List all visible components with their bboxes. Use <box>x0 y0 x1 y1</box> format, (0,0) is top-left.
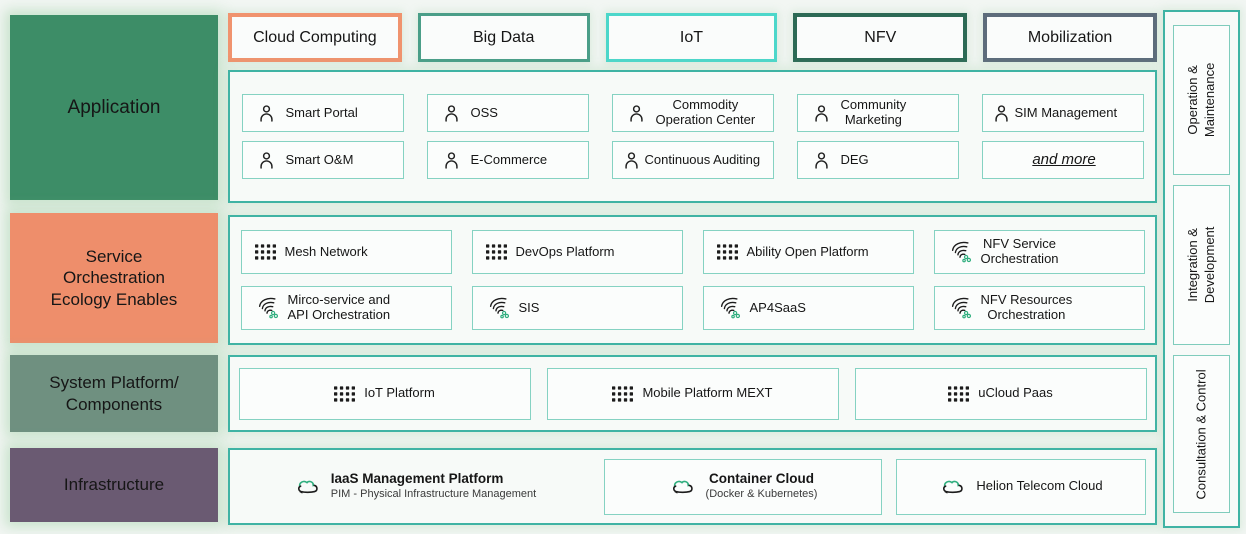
system-platform-container: IoT Platform Mobile Platform MEXT uCloud… <box>228 355 1157 432</box>
svc-chip-ap4saas: AP4SaaS <box>702 286 914 330</box>
svc-chip-label: Mirco-service and API Orchestration <box>287 292 391 322</box>
orchestration-icon <box>255 296 279 320</box>
grid-icon <box>948 385 970 402</box>
sys-chip-label: IoT Platform <box>364 385 435 401</box>
svc-chip-label: Mesh Network <box>284 243 368 259</box>
app-chip-community-marketing: Community Marketing <box>796 94 959 132</box>
svc-chip-devops-platform: DevOps Platform <box>471 230 683 274</box>
rail-item-label: Integration & Development <box>1184 226 1217 304</box>
app-chip-label: Commodity Operation Center <box>655 97 756 127</box>
sys-chip-label: Mobile Platform MEXT <box>642 385 773 401</box>
svc-chip-mesh-network: Mesh Network <box>240 230 452 274</box>
app-chip-deg: DEG <box>796 141 959 179</box>
grid-icon <box>334 385 356 402</box>
svc-chip-nfv-resources-orchestration: NFV Resources Orchestration <box>933 286 1145 330</box>
app-chip-smart-portal: Smart Portal <box>241 94 404 132</box>
person-icon <box>441 103 462 124</box>
service-orchestration-container: Mesh Network DevOps Platform Ability Ope… <box>228 215 1157 345</box>
infra-item-container-cloud: Container Cloud (Docker & Kubernetes) <box>603 458 882 515</box>
svc-chip-label: NFV Resources Orchestration <box>980 292 1073 322</box>
person-icon <box>256 103 277 124</box>
infra-item-iaas-management-platform: IaaS Management Platform PIM - Physical … <box>240 459 590 515</box>
app-chip-commodity-operation-center: Commodity Operation Center <box>611 94 774 132</box>
app-chip-continuous-auditing: Continuous Auditing <box>611 141 774 179</box>
category-mobilization: Mobilization <box>983 13 1157 62</box>
category-big-data: Big Data <box>417 13 590 62</box>
rail-item-label: Operation & Maintenance <box>1184 62 1217 138</box>
cloud-sync-icon <box>668 476 696 498</box>
top-category-row: Cloud Computing Big Data IoT NFV Mobiliz… <box>228 13 1157 62</box>
grid-icon <box>716 244 738 260</box>
orchestration-icon <box>948 240 972 264</box>
infra-item-title: Container Cloud <box>708 471 814 487</box>
svc-chip-microservice-api-orchestration: Mirco-service and API Orchestration <box>240 286 452 330</box>
svc-chip-sis: SIS <box>471 286 683 330</box>
category-iot: IoT <box>605 13 778 62</box>
svc-chip-label: NFV Service Orchestration <box>980 236 1059 266</box>
app-chip-label: and more <box>1032 151 1096 169</box>
orchestration-icon <box>486 296 510 320</box>
sys-chip-ucloud-paas: uCloud Paas <box>854 367 1147 420</box>
person-icon <box>991 103 1012 124</box>
person-icon <box>811 103 832 124</box>
grid-icon <box>612 385 634 402</box>
rail-label-service-orchestration: Service Orchestration Ecology Enables <box>10 213 218 343</box>
svc-chip-label: Ability Open Platform <box>746 243 869 259</box>
app-chip-oss: OSS <box>426 94 589 132</box>
infra-item-title: IaaS Management Platform <box>330 471 504 487</box>
app-chip-smart-om: Smart O&M <box>241 141 404 179</box>
right-rail: Operation & Maintenance Integration & De… <box>1163 10 1240 528</box>
rail-item-operation-maintenance: Operation & Maintenance <box>1173 25 1230 175</box>
category-cloud-computing: Cloud Computing <box>228 13 402 62</box>
person-icon <box>811 150 832 171</box>
category-nfv: NFV <box>793 13 968 62</box>
person-icon <box>441 150 462 171</box>
svc-chip-nfv-service-orchestration: NFV Service Orchestration <box>933 230 1145 274</box>
grid-icon <box>485 244 507 260</box>
infrastructure-container: IaaS Management Platform PIM - Physical … <box>228 448 1157 525</box>
sys-chip-label: uCloud Paas <box>978 385 1053 401</box>
rail-item-label: Consultation & Control <box>1193 368 1209 500</box>
rail-label-application: Application <box>10 15 218 200</box>
app-chip-label: E-Commerce <box>470 151 548 167</box>
cloud-sync-icon <box>293 476 321 498</box>
rail-item-consultation-control: Consultation & Control <box>1173 355 1230 513</box>
app-chip-e-commerce: E-Commerce <box>426 141 589 179</box>
app-chip-label: Smart O&M <box>285 151 354 167</box>
app-chip-label: SIM Management <box>1014 104 1118 120</box>
svc-chip-label: DevOps Platform <box>515 243 615 259</box>
svc-chip-label: AP4SaaS <box>749 299 806 315</box>
sys-chip-mobile-platform-mext: Mobile Platform MEXT <box>546 367 839 420</box>
app-chip-sim-management: SIM Management <box>981 94 1144 132</box>
person-icon <box>626 103 647 124</box>
app-chip-and-more: and more <box>981 141 1144 179</box>
cloud-sync-icon <box>938 476 966 498</box>
infra-item-title: Helion Telecom Cloud <box>976 478 1103 494</box>
app-chip-label: OSS <box>470 104 498 120</box>
infra-item-helion-telecom-cloud: Helion Telecom Cloud <box>895 458 1146 515</box>
infra-item-subtitle: PIM - Physical Infrastructure Management <box>330 488 537 501</box>
application-container: Smart Portal OSS Commodity Operation Cen… <box>228 70 1157 203</box>
sys-chip-iot-platform: IoT Platform <box>238 367 531 420</box>
rail-label-system-platform: System Platform/ Components <box>10 355 218 432</box>
app-chip-label: Continuous Auditing <box>644 151 761 167</box>
rail-item-integration-development: Integration & Development <box>1173 185 1230 345</box>
person-icon <box>256 150 277 171</box>
app-chip-label: DEG <box>840 151 869 167</box>
person-icon <box>621 150 642 171</box>
orchestration-icon <box>948 296 972 320</box>
svc-chip-label: SIS <box>518 299 540 315</box>
rail-label-infrastructure: Infrastructure <box>10 448 218 522</box>
infra-item-subtitle: (Docker & Kubernetes) <box>705 488 818 501</box>
app-chip-label: Community Marketing <box>840 97 907 127</box>
orchestration-icon <box>717 296 741 320</box>
grid-icon <box>254 244 276 260</box>
svc-chip-ability-open-platform: Ability Open Platform <box>702 230 914 274</box>
app-chip-label: Smart Portal <box>285 104 358 120</box>
